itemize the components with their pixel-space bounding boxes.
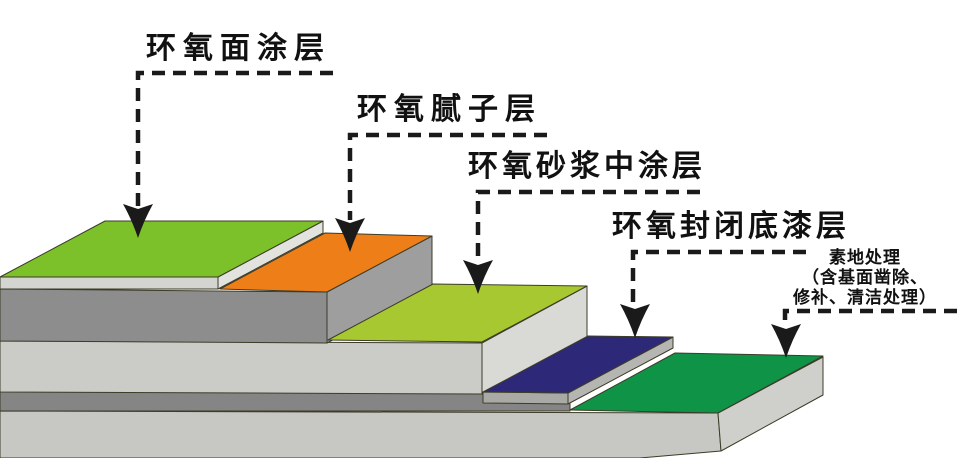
substrate-arrow-icon (771, 324, 801, 358)
upperslab-front (0, 288, 328, 344)
label-substrate-line2: （含基面凿除、 (802, 268, 928, 287)
topcoat-surface (0, 220, 324, 278)
substrate-surface (569, 352, 824, 414)
mortar-surface (327, 283, 588, 343)
midslab-front (0, 340, 483, 395)
topcoat-arrow-icon (123, 204, 153, 238)
concrete-slab-front (0, 410, 722, 458)
mortar-arrow-icon (463, 260, 493, 294)
primer-arrow-icon (620, 304, 650, 338)
putty-leader-line (347, 132, 547, 220)
primer-surface (482, 335, 674, 394)
primer-leader-line (630, 249, 806, 304)
putty-arrow-icon (335, 218, 365, 252)
label-topcoat: 环氧面涂层 (146, 32, 331, 65)
topcoat-edge-front (0, 276, 219, 290)
topcoat-leader-line (135, 70, 333, 206)
primer-edge-front (482, 391, 569, 405)
label-putty: 环氧腻子层 (357, 93, 542, 126)
putty-surface (219, 232, 433, 293)
label-primer: 环氧封闭底漆层 (612, 210, 850, 243)
mortar-leader-line (475, 189, 700, 262)
label-substrate-line1: 素地处理 (829, 248, 901, 267)
substrate-leader-line (782, 308, 957, 328)
concrete-slab-side (717, 356, 824, 452)
label-mortar: 环氧砂浆中涂层 (468, 150, 706, 183)
label-substrate: 素地处理 （含基面凿除、 修补、清洁处理） (770, 248, 957, 308)
label-substrate-line3: 修补、清洁处理） (793, 288, 937, 307)
